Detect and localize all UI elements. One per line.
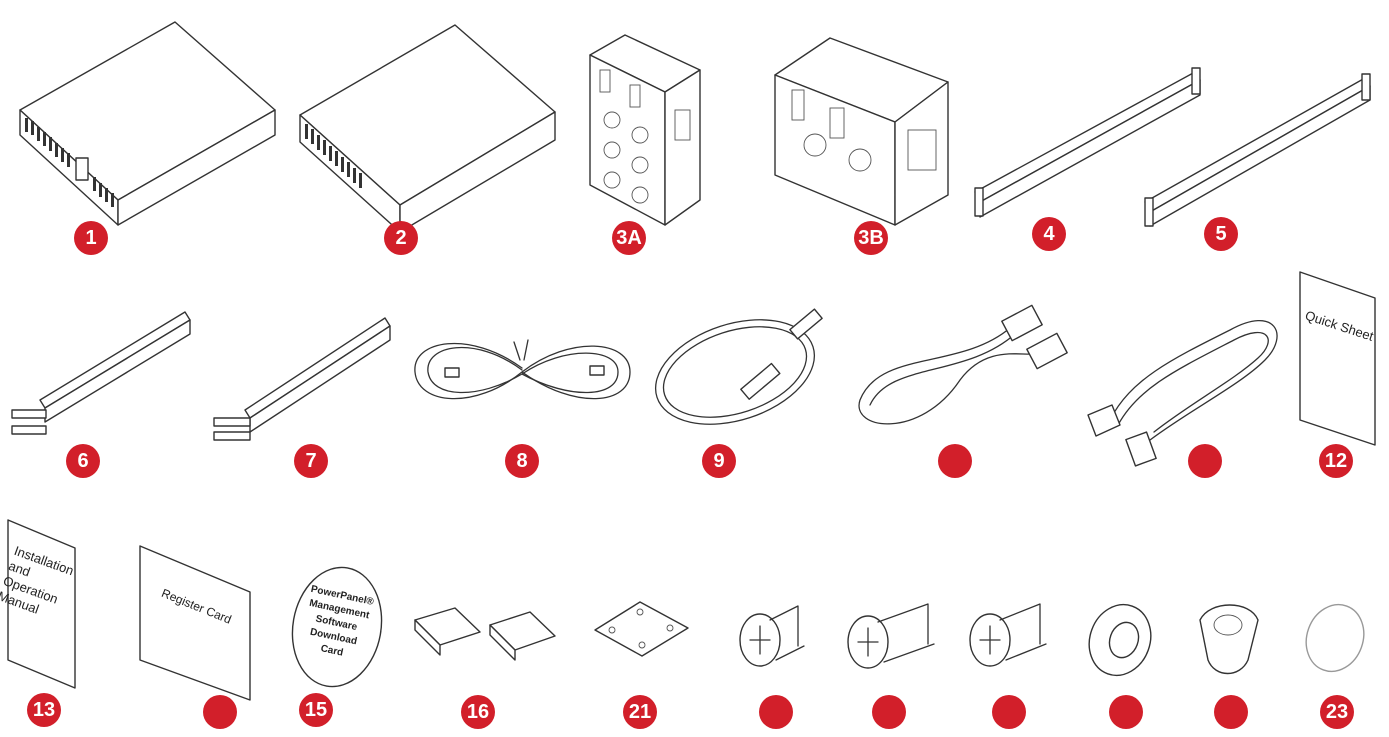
badge-23: 23	[1320, 695, 1354, 729]
badge-2: 2	[384, 221, 418, 255]
badge-serial-cable	[938, 444, 972, 478]
badge-grommet	[1214, 695, 1248, 729]
badge-13: 13	[27, 693, 61, 727]
power-cord	[1087, 319, 1278, 467]
badge-9: 9	[702, 444, 736, 478]
svg-text:7: 7	[305, 450, 316, 472]
svg-text:4: 4	[1043, 223, 1055, 245]
badge-15: 15	[299, 693, 333, 727]
svg-text:5: 5	[1215, 223, 1226, 245]
phone-cable	[414, 339, 631, 400]
rail-short-b	[213, 317, 391, 441]
rail-short-a	[11, 311, 191, 435]
badge-12: 12	[1319, 444, 1353, 478]
badge-8: 8	[505, 444, 539, 478]
svg-text:3B: 3B	[858, 227, 884, 249]
rail-long-a	[974, 67, 1201, 218]
quick-sheet: Quick Sheet	[1299, 271, 1376, 446]
badge-screw-a	[759, 695, 793, 729]
usb-cable	[654, 308, 823, 425]
svg-text:12: 12	[1325, 450, 1347, 472]
badge-7: 7	[294, 444, 328, 478]
manual: Installation and Operation Manual	[0, 519, 76, 689]
brackets	[414, 607, 556, 661]
badge-16: 16	[461, 695, 495, 729]
plate	[594, 601, 689, 657]
svg-text:2: 2	[395, 227, 406, 249]
svg-text:9: 9	[713, 450, 724, 472]
svg-text:3A: 3A	[616, 227, 642, 249]
badge-21: 21	[623, 695, 657, 729]
badge-3b: 3B	[854, 221, 888, 255]
svg-text:8: 8	[516, 450, 527, 472]
ups-unit	[19, 21, 276, 226]
battery-pack	[299, 24, 556, 233]
pdu-3b	[774, 37, 949, 226]
badge-5: 5	[1204, 217, 1238, 251]
svg-text:21: 21	[629, 701, 651, 723]
cable-grommet	[1199, 604, 1259, 675]
badge-power-cord	[1188, 444, 1222, 478]
screw-b	[847, 603, 935, 669]
svg-text:16: 16	[467, 701, 489, 723]
pdu-3a	[589, 34, 701, 226]
badge-register-card	[203, 695, 237, 729]
screw-a	[739, 605, 805, 667]
badge-4: 4	[1032, 217, 1066, 251]
svg-text:13: 13	[33, 699, 55, 721]
svg-text:23: 23	[1326, 701, 1348, 723]
cap	[1305, 603, 1365, 673]
badge-washer	[1109, 695, 1143, 729]
svg-text:6: 6	[77, 450, 88, 472]
washer	[1088, 603, 1152, 677]
badge-screw-b	[872, 695, 906, 729]
rail-long-b	[1144, 73, 1371, 227]
register-card: Register Card	[139, 545, 251, 701]
software-card: PowerPanel® Management Software Download…	[291, 566, 383, 688]
badge-3a: 3A	[612, 221, 646, 255]
badge-6: 6	[66, 444, 100, 478]
svg-text:1: 1	[85, 227, 96, 249]
svg-text:15: 15	[305, 699, 327, 721]
badge-screw-c	[992, 695, 1026, 729]
screw-c	[969, 603, 1047, 667]
badge-1: 1	[74, 221, 108, 255]
serial-cable	[858, 304, 1068, 425]
